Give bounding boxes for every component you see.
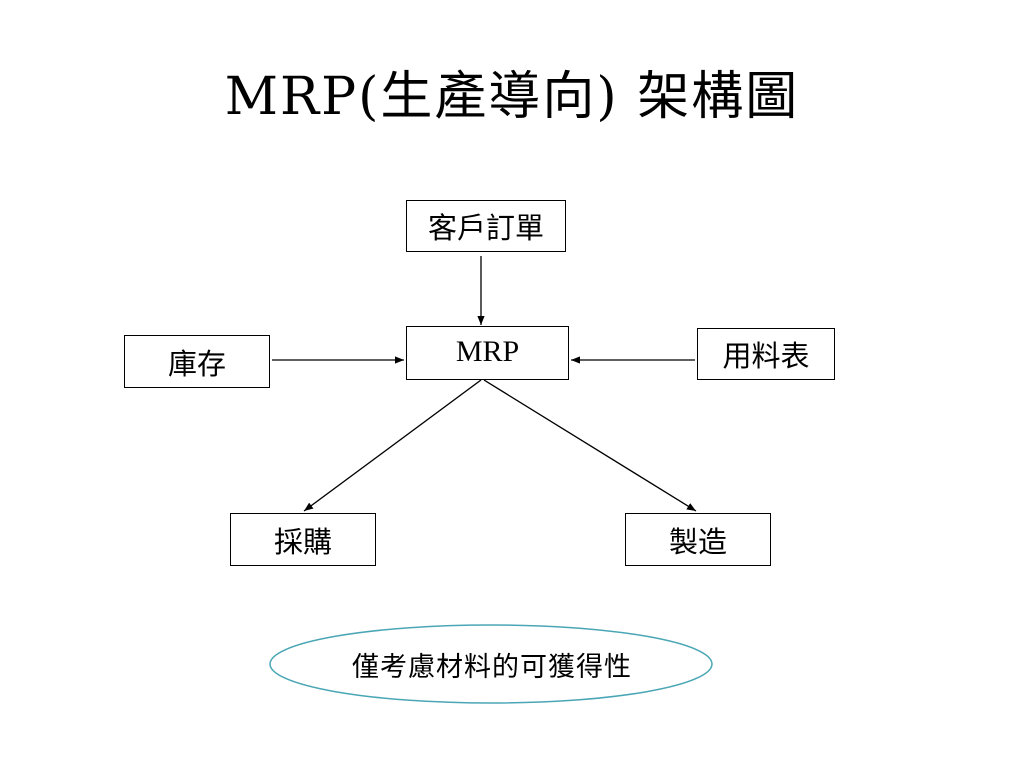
note-ellipse [269, 624, 713, 704]
node-mrp: MRP [406, 326, 569, 380]
node-purchasing: 採購 [230, 513, 376, 566]
arrow-mrp-to-purchasing [303, 379, 482, 512]
arrow-mrp-to-manufacturing [483, 379, 697, 512]
node-customer-order: 客戶訂單 [406, 200, 566, 252]
node-inventory: 庫存 [124, 335, 270, 388]
node-manufacturing: 製造 [625, 513, 771, 566]
note-text: 僅考慮材料的可獲得性 [352, 651, 632, 683]
slide-title: MRP(生產導向) 架構圖 [224, 67, 800, 127]
node-bom: 用料表 [697, 328, 835, 380]
